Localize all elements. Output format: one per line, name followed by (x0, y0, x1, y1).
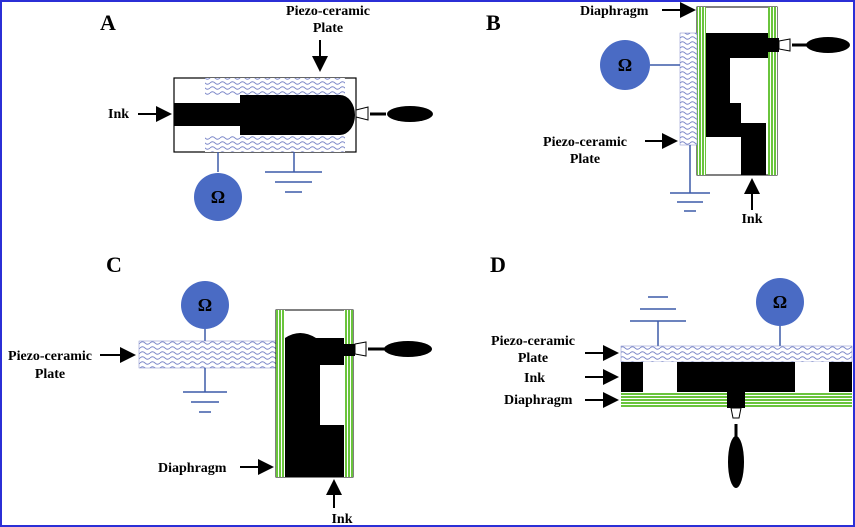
panel-c-diaphragm-right (344, 310, 353, 477)
panel-a-resistor-icon (194, 173, 242, 221)
panel-a-letter: A (100, 10, 116, 35)
panel-d-droplet (728, 436, 744, 488)
panel-a-piezo-bottom (205, 135, 345, 152)
panel-a-omega: Ω (211, 187, 225, 207)
panel-b-ground-icon (670, 145, 710, 212)
panel-d-nozzle (730, 407, 742, 419)
panel-b-letter: B (486, 10, 501, 35)
panel-b-resistor-icon (600, 40, 650, 90)
panel-c-resistor-icon (181, 281, 229, 329)
panel-d-ground-icon (630, 296, 686, 346)
panel-d-resistor-icon (756, 278, 804, 326)
panel-a-ink-channel (174, 95, 355, 135)
panel-b: B Diaphragm Ω Piezo-ceramic Plate Ink (486, 2, 850, 227)
panel-b-ink-label: Ink (741, 212, 762, 227)
panel-a-ground-icon (265, 152, 322, 193)
panel-c-ink-label: Ink (331, 512, 352, 527)
panel-c-ink-channel (285, 333, 344, 477)
panel-a-piezo-label-line2: Plate (313, 21, 343, 36)
panel-d-ink-layer (621, 362, 852, 392)
panel-d-diaphragm-label: Diaphragm (504, 393, 573, 408)
panel-c-diaphragm-left (276, 310, 285, 477)
panel-a-nozzle (355, 106, 369, 121)
panel-c-piezo-label-line1: Piezo-ceramic (8, 349, 92, 364)
panel-a-piezo-label-line1: Piezo-ceramic (286, 4, 370, 19)
panel-c-nozzle (354, 341, 367, 357)
panel-c-ground-icon (183, 368, 227, 413)
panel-b-diaphragm-label: Diaphragm (580, 4, 649, 19)
panel-c-droplet (384, 341, 432, 357)
panel-b-piezo-label-line1: Piezo-ceramic (543, 135, 627, 150)
panel-d-letter: D (490, 252, 506, 277)
panel-c-piezo-label-line2: Plate (35, 367, 65, 382)
panel-a-piezo-top (205, 78, 345, 95)
panel-d-piezo-label-line1: Piezo-ceramic (491, 334, 575, 349)
panel-c-diaphragm-label: Diaphragm (158, 461, 227, 476)
panel-b-nozzle (778, 38, 791, 52)
panel-b-omega: Ω (618, 55, 632, 75)
panel-c: C Ω Piezo-ceramic Plate Diaphragm Ink (8, 252, 432, 527)
panel-c-letter: C (106, 252, 122, 277)
panel-d: D Ω Piezo-ceramic Plate Ink Diaphragm (490, 252, 853, 488)
panel-b-nozzle-stub (765, 38, 779, 52)
panel-b-droplet (806, 37, 850, 53)
panel-d-piezo-plate (620, 345, 853, 363)
panel-a: A Piezo-ceramic Plate Ink Ω (100, 4, 433, 221)
panel-b-ink-channel (706, 33, 768, 175)
panel-c-piezo-plate (138, 340, 277, 369)
panel-d-ink-label: Ink (524, 371, 545, 386)
panel-d-piezo-label-line2: Plate (518, 351, 548, 366)
panel-b-diaphragm-right (768, 7, 777, 175)
panel-c-omega: Ω (198, 295, 212, 315)
panel-a-ink-label: Ink (108, 107, 129, 122)
panel-d-omega: Ω (773, 292, 787, 312)
panel-b-piezo-label-line2: Plate (570, 152, 600, 167)
panel-b-piezo-plate (679, 32, 698, 146)
panel-d-nozzle-stub (727, 392, 745, 408)
panel-b-diaphragm-left (697, 7, 706, 175)
panel-a-droplet (387, 106, 433, 122)
panel-c-nozzle-stub (343, 344, 355, 356)
